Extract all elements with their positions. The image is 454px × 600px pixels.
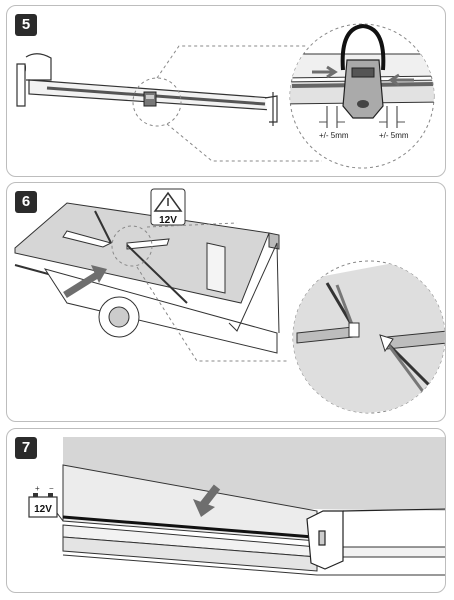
magnified-detail [289, 23, 435, 169]
battery-minus-label: − [49, 484, 54, 493]
step-5-illustration: +/- 5mm +/- 5mm [16, 23, 435, 169]
push-arrow-icon [63, 272, 99, 298]
magnified-arm-joint [292, 260, 445, 414]
step-7-illustration: + − 12V [28, 437, 445, 576]
front-rail [62, 464, 445, 576]
step-6-illustration: 12V [14, 188, 445, 414]
zoom-guide-top [156, 45, 307, 79]
warning-triangle-icon [150, 188, 186, 226]
battery-voltage-label: 12V [34, 504, 52, 515]
awning-roller-end [16, 53, 52, 107]
step-number-badge: 5 [15, 14, 37, 36]
step-number-badge: 7 [15, 437, 37, 459]
warning-voltage-label: 12V [159, 215, 177, 226]
folding-arms [62, 210, 188, 304]
slider-clip [143, 91, 157, 107]
tolerance-left-label: +/- 5mm [319, 131, 349, 140]
caravan-body [43, 242, 280, 354]
awning-canvas [63, 437, 445, 511]
tolerance-right-label: +/- 5mm [379, 131, 409, 140]
step-7-panel: 7 + − 12V [6, 428, 446, 593]
push-arrow-icon [199, 484, 221, 508]
zoom-source-circle [111, 225, 153, 267]
zoom-guide-bottom [166, 123, 322, 162]
battery-icon [28, 493, 58, 518]
push-arrow-head [91, 265, 107, 283]
step-number-badge: 6 [15, 191, 37, 213]
end-cap [306, 508, 445, 570]
zoom-guide-lines [136, 222, 287, 362]
step-5-panel: 5 [6, 5, 446, 177]
zoom-source-circle [132, 77, 182, 127]
battery-plus-label: + [35, 484, 40, 493]
step-6-panel: 6 12V [6, 182, 446, 422]
awning-canvas [14, 202, 280, 304]
push-arrow-head [193, 499, 215, 517]
